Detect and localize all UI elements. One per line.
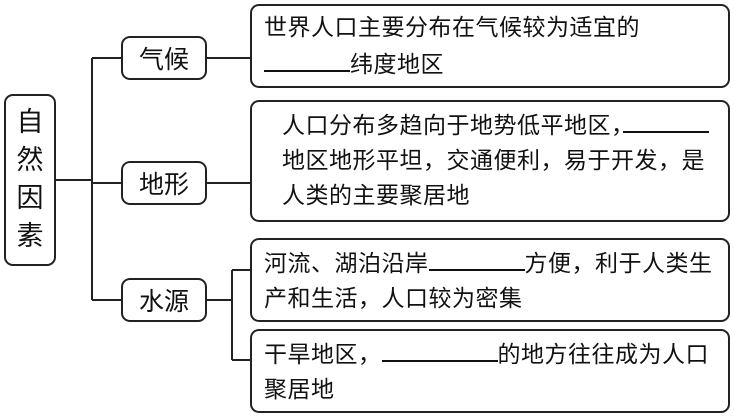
category-label: 地形: [138, 170, 189, 199]
text-before-blank: 河流、湖泊沿岸: [264, 251, 429, 277]
category-water: 水源: [121, 278, 207, 322]
category-climate: 气候: [121, 36, 207, 80]
terrain-description-box: 人口分布多趋向于地势低平地区， 地区地形平坦，交通便利，易于开发，是人类的主要聚居…: [250, 100, 730, 222]
water-description-box-rivers: 河流、湖泊沿岸方便，利于人类生产和生活，人口较为密集: [250, 238, 730, 322]
text-intro: 人口分布多趋向于地势低平地区，: [282, 113, 635, 139]
text-before-blank: 世界人口主要分布在气候较为适宜的: [264, 15, 640, 41]
fill-in-blank[interactable]: [428, 245, 525, 271]
text-before-blank: 干旱地区，: [264, 342, 382, 368]
water-description-box-arid: 干旱地区，的地方往往成为人口聚居地: [250, 329, 730, 413]
category-label: 气候: [138, 45, 189, 74]
root-char: 然: [16, 145, 44, 176]
text-after-blank: 方便，利于人类生产和生活，人口较为密集: [264, 251, 713, 312]
category-label: 水源: [138, 287, 189, 316]
root-char: 因: [16, 183, 44, 214]
text-after-blank: 纬度地区: [350, 52, 444, 78]
fill-in-blank[interactable]: [381, 336, 498, 362]
text-after-blank: 的地方往往成为人口聚居地: [264, 342, 709, 403]
root-node-natural-factors: 自 然 因 素: [4, 94, 56, 266]
root-char: 素: [16, 221, 44, 252]
category-terrain: 地形: [121, 161, 207, 205]
climate-description-box: 世界人口主要分布在气候较为适宜的纬度地区: [250, 4, 730, 88]
root-char: 自: [16, 107, 44, 138]
text-after-blank: 地区地形平坦，交通便利，易于开发，是人类的主要聚居地: [282, 148, 705, 209]
fill-in-blank[interactable]: [622, 107, 709, 133]
fill-in-blank[interactable]: [264, 46, 350, 72]
